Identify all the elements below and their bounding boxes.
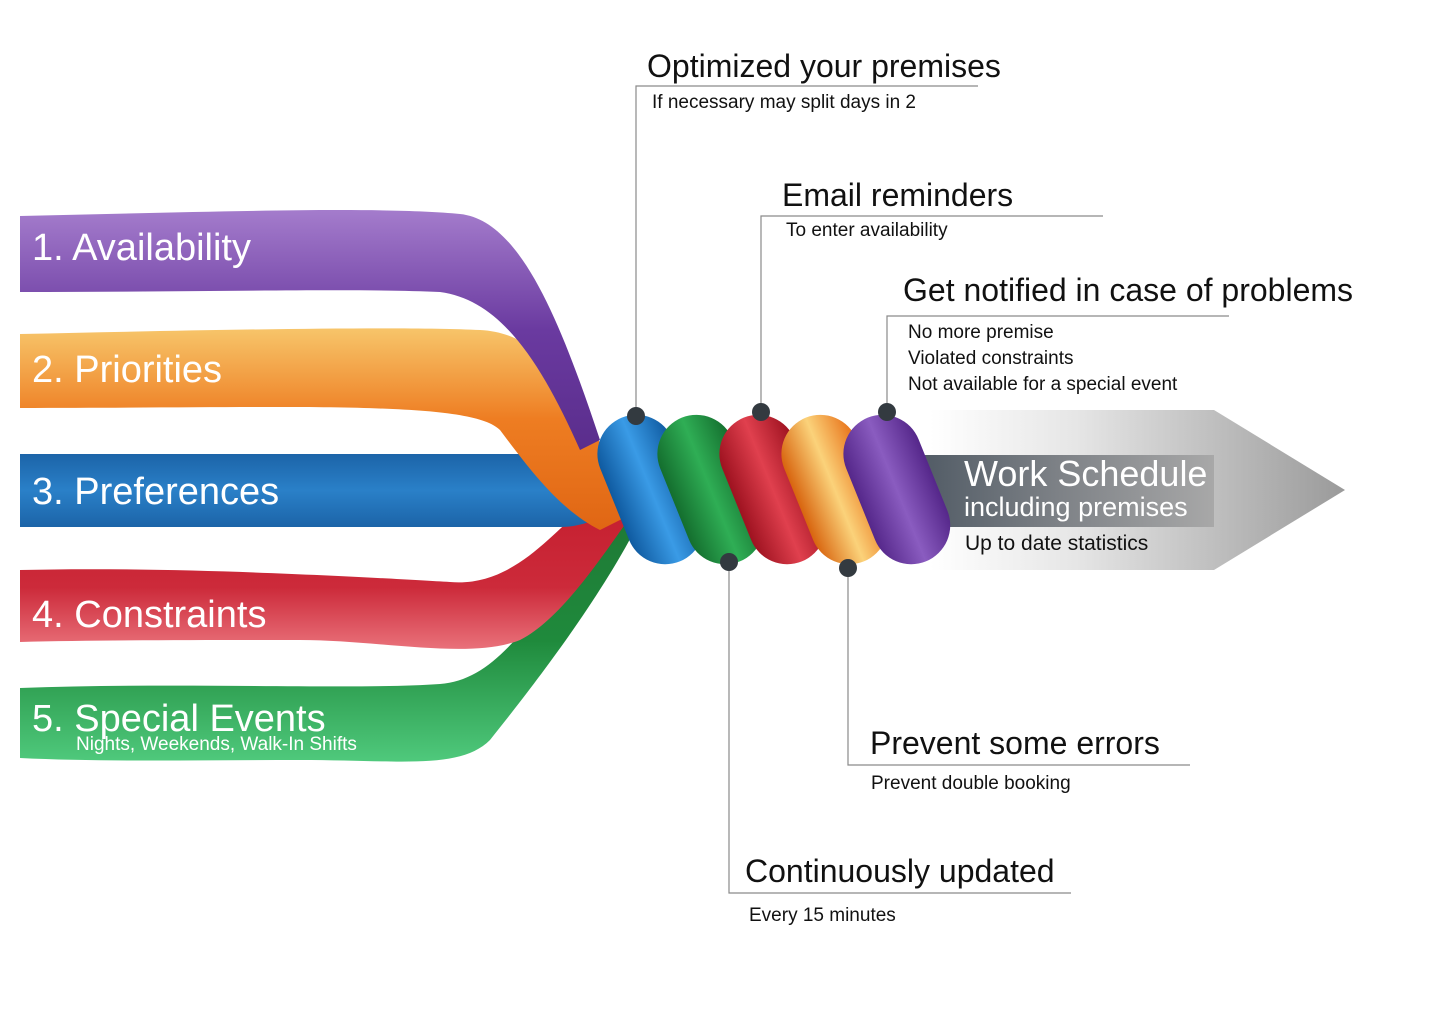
input-label-priorities: 2. Priorities — [32, 349, 223, 391]
feature-title-continuous: Continuously updated — [745, 853, 1055, 889]
dot-prevent — [839, 559, 857, 577]
input-label-preferences: 3. Preferences — [32, 471, 280, 513]
output-detail: Up to date statistics — [965, 532, 1149, 555]
input-label-special-events: 5. Special Events — [32, 698, 326, 740]
ribbon-availability — [20, 210, 600, 450]
dot-continuous — [720, 553, 738, 571]
output-subtitle: including premises — [964, 492, 1188, 522]
input-sublabel-special-events: Nights, Weekends, Walk-In Shifts — [76, 734, 357, 755]
dot-notified — [878, 403, 896, 421]
connector-optimized — [635, 85, 978, 416]
feature-title-optimized: Optimized your premises — [647, 48, 1001, 84]
dot-email — [752, 403, 770, 421]
connector-email — [760, 215, 1103, 412]
feature-detail-email: To enter availability — [786, 220, 948, 241]
ribbon-priorities — [20, 328, 640, 530]
input-label-availability: 1. Availability — [32, 227, 251, 269]
coils — [597, 414, 951, 565]
feature-detail-prevent: Prevent double booking — [871, 773, 1071, 794]
callout-lines — [635, 85, 1229, 894]
feature-title-prevent: Prevent some errors — [870, 725, 1160, 761]
callout-dots — [627, 403, 896, 577]
dot-optimized — [627, 407, 645, 425]
feature-title-email: Email reminders — [782, 177, 1014, 213]
connector-notified — [886, 315, 1229, 412]
feature-title-notified: Get notified in case of problems — [903, 272, 1354, 308]
feature-detail-continuous: Every 15 minutes — [749, 905, 896, 926]
feature-detail-notified-3: Not available for a special event — [908, 374, 1178, 395]
connector-prevent — [847, 568, 1190, 766]
output-title: Work Schedule — [964, 453, 1208, 494]
feature-detail-notified-1: No more premise — [908, 322, 1054, 343]
feature-detail-notified-2: Violated constraints — [908, 348, 1074, 369]
output-arrow — [900, 410, 1345, 570]
feature-detail-optimized: If necessary may split days in 2 — [652, 92, 916, 113]
arrow-band — [900, 455, 1214, 527]
ribbon-special-events — [20, 520, 640, 762]
ribbon-preferences — [20, 454, 630, 527]
connector-continuous — [728, 562, 1071, 894]
input-label-constraints: 4. Constraints — [32, 594, 267, 636]
coil-purple — [843, 414, 951, 565]
ribbon-constraints — [20, 495, 635, 649]
